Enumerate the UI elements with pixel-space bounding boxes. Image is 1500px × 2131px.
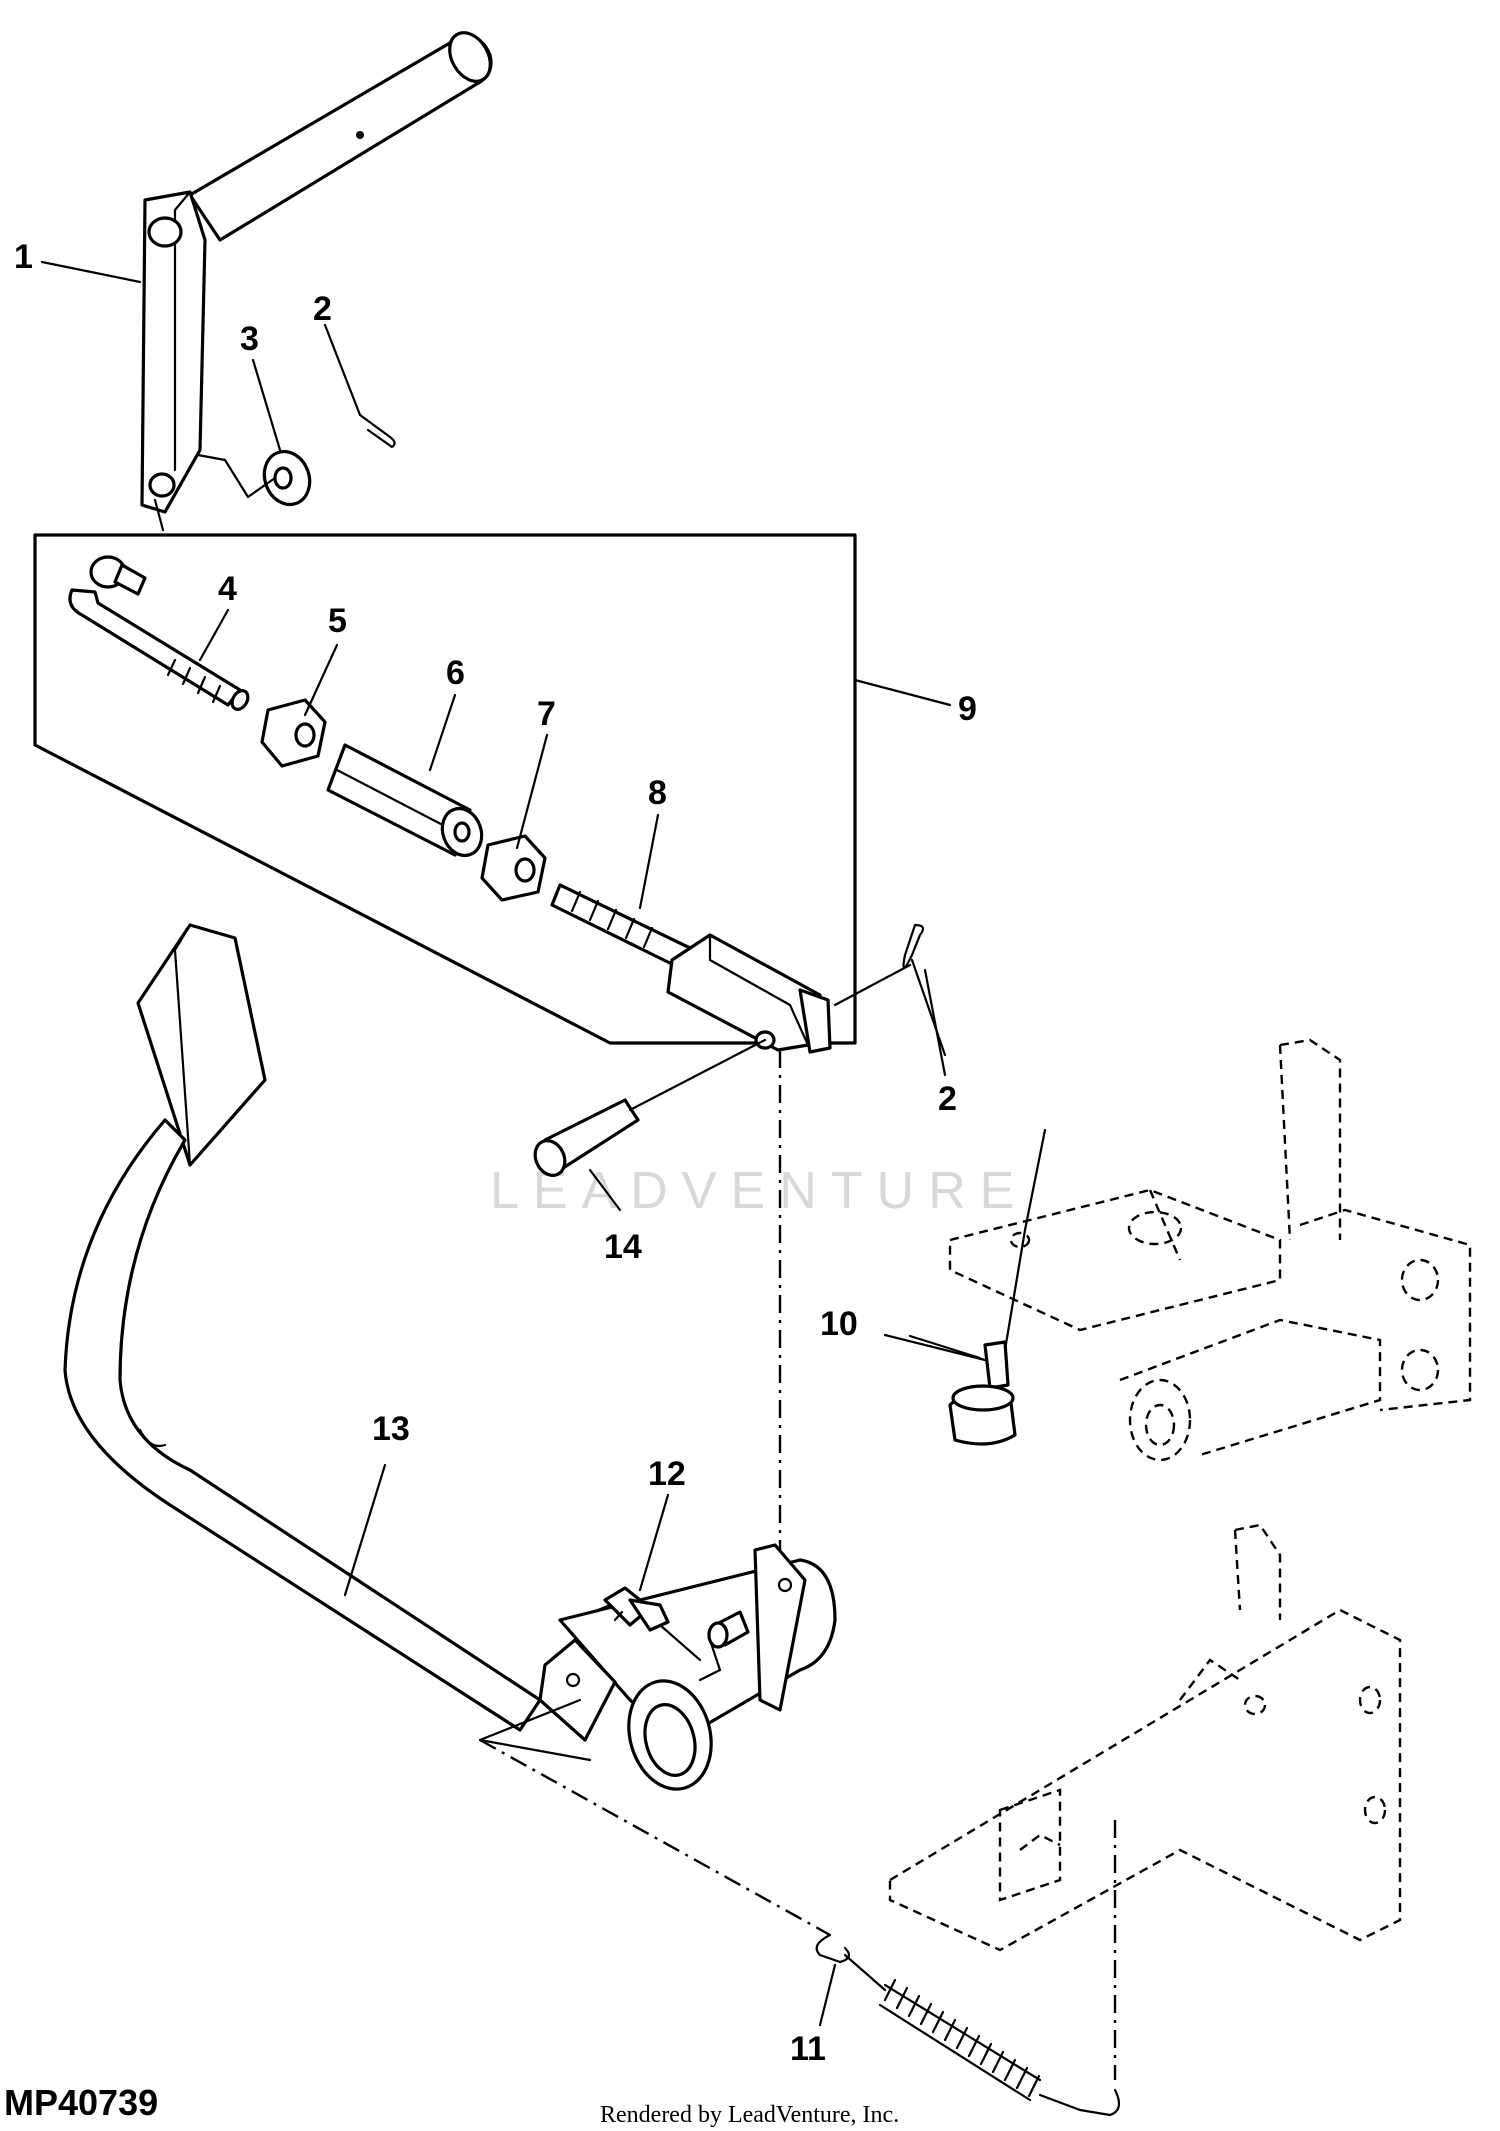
part-14-clevis-pin — [533, 1038, 767, 1177]
frame-bracket-lower — [888, 1523, 1402, 2080]
part-8-clevis — [550, 883, 912, 1054]
part-7-nut — [480, 834, 547, 902]
callout-2-right: 2 — [938, 1080, 957, 1118]
part-10-bumper — [908, 1334, 1017, 1446]
callout-10: 10 — [820, 1305, 858, 1343]
callout-11: 11 — [790, 2030, 826, 2068]
part-1-lever-arm — [140, 31, 493, 514]
callout-8: 8 — [648, 774, 667, 812]
part-2-cotter-pin-right — [902, 923, 947, 1057]
frame-bracket-upper — [948, 1038, 1472, 1462]
leader-lines — [40, 260, 987, 2027]
callout-14: 14 — [604, 1228, 642, 1266]
callout-labels: 1 2 3 4 5 6 7 8 9 2 14 10 13 12 11 — [14, 238, 977, 2068]
callout-6: 6 — [446, 654, 465, 692]
callout-2-top: 2 — [313, 290, 332, 328]
callout-13: 13 — [372, 1410, 410, 1448]
figure-id: MP40739 — [4, 2082, 158, 2123]
watermark: LEADVENTURE — [490, 1162, 1028, 1220]
part-12-grease-fitting — [596, 1586, 702, 1662]
part-4-bent-rod — [68, 555, 250, 711]
callout-9: 9 — [958, 690, 977, 728]
callout-5: 5 — [328, 602, 347, 640]
callout-12: 12 — [648, 1455, 686, 1493]
callout-4: 4 — [218, 570, 237, 608]
part-9-rod-assembly-frame — [33, 498, 857, 1045]
part-13-pedal — [63, 923, 837, 1791]
callout-1: 1 — [14, 238, 33, 276]
part-5-nut — [260, 698, 327, 768]
footer-credit: Rendered by LeadVenture, Inc. — [600, 2102, 899, 2128]
callout-3: 3 — [240, 320, 259, 358]
part-6-spacer — [326, 743, 484, 858]
callout-7: 7 — [537, 695, 556, 733]
alignment-line-diagonal — [479, 1738, 831, 1937]
part-11-spring — [815, 1933, 1121, 2117]
